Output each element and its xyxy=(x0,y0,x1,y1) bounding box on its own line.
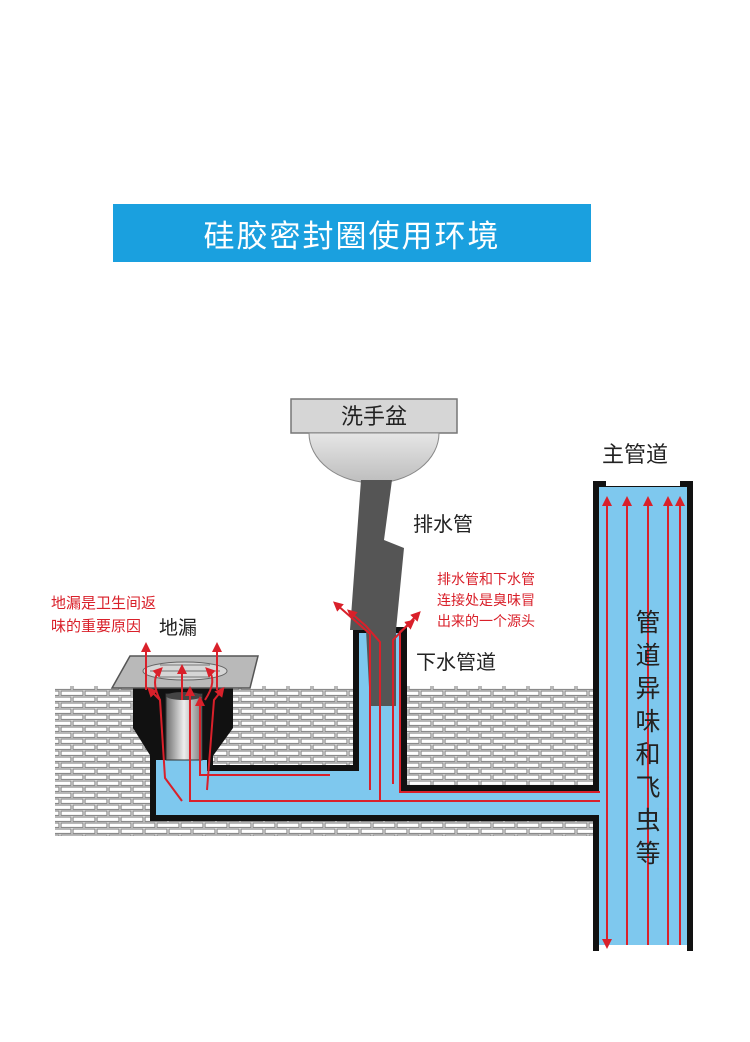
joint-note-line: 排水管和下水管 xyxy=(437,572,535,588)
main-pipe-note-char: 味 xyxy=(635,707,660,736)
main-pipe-note: 管 道 异 味 和 飞 虫 等 xyxy=(635,608,660,868)
page-title: 硅胶密封圈使用环境 xyxy=(203,218,501,255)
drain-pipe-label: 排水管 xyxy=(413,512,473,536)
main-pipe-note-char: 飞 xyxy=(635,773,660,802)
odor-arrows-horizontal xyxy=(147,601,600,802)
main-pipe-note-char: 等 xyxy=(635,839,660,868)
down-pipe-label: 下水管道 xyxy=(416,650,496,674)
joint-note: 排水管和下水管 连接处是臭味冒 出来的一个源头 xyxy=(437,572,535,630)
floor-drain-note-line: 味的重要原因 xyxy=(51,617,141,635)
basin-counter xyxy=(290,398,458,434)
main-pipe-note-char: 和 xyxy=(635,740,660,769)
floor-drain-label: 地漏 xyxy=(159,617,197,639)
main-pipe-note-char: 异 xyxy=(635,674,660,703)
main-pipe-note-char: 道 xyxy=(635,641,660,670)
title-banner: 硅胶密封圈使用环境 xyxy=(113,204,591,262)
floor-drain-note-line: 地漏是卫生间返 xyxy=(51,594,156,612)
joint-note-line: 出来的一个源头 xyxy=(437,614,535,630)
odor-arrows-floor-drain xyxy=(141,642,222,701)
basin-bowl xyxy=(308,432,440,484)
main-pipe-note-char: 管 xyxy=(635,608,660,637)
joint-note-line: 连接处是臭味冒 xyxy=(437,592,535,609)
main-pipe-label: 主管道 xyxy=(602,443,668,468)
drain-pipe xyxy=(350,480,404,706)
floor-drain-note: 地漏是卫生间返 味的重要原因 xyxy=(51,594,156,635)
odor-arrows-main-pipe xyxy=(602,496,685,949)
basin-label: 洗手盆 xyxy=(341,405,407,430)
main-pipe-note-char: 虫 xyxy=(635,806,660,835)
horizontal-pipe xyxy=(150,481,693,951)
